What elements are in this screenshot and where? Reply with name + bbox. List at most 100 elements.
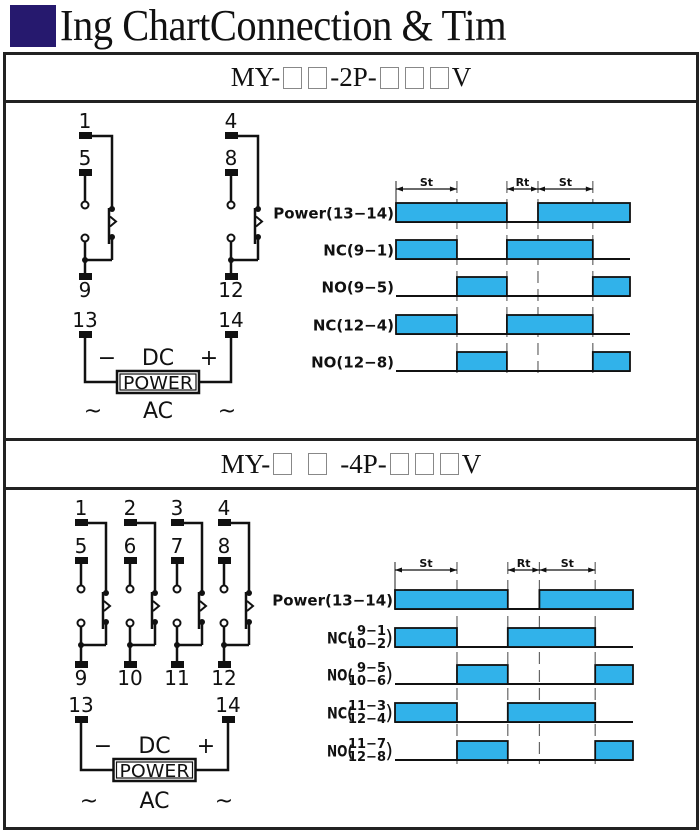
model-prefix: MY- [220,448,271,479]
junction-dot [221,642,227,648]
spring-symbol [255,215,264,228]
power-box [112,757,197,783]
terminal-label-14: 14 [215,693,240,717]
terminal-label: 9 [75,666,88,690]
signal-label: NO(9−510−6) [327,661,393,689]
terminal-label: 1 [75,496,88,520]
signal-label: NC(12−4) [313,317,394,335]
contact-point [219,618,229,628]
interval-label: St [420,176,433,189]
title-accent-square [10,5,56,47]
terminal-pad [79,273,92,280]
dc-label: DC [142,346,174,371]
terminal-pad [75,519,88,526]
signal-label-bottom: 12−4 [348,712,386,727]
interval-label: St [419,557,432,570]
terminal-pad [225,331,238,338]
power-wire-right [199,335,233,384]
contact-point [80,200,90,210]
power-box [115,369,201,395]
signal-high-pulse [456,664,509,685]
code-box [439,453,459,475]
terminal-label: 7 [171,534,184,558]
signal-label-bottom: 12−8 [348,750,386,765]
code-box [308,66,328,89]
terminal-pad [75,661,88,668]
arrowhead [396,186,403,192]
signal-label: NO(12−8) [311,354,394,372]
terminal-pad [75,557,88,564]
terminal-label: 4 [225,109,238,133]
code-box [414,453,434,475]
arrowhead [588,567,596,573]
contact-point [125,618,135,628]
contact-point [80,233,90,243]
junction-dot [174,642,180,648]
terminal-label: 12 [218,278,243,302]
divider [6,487,696,490]
power-label: POWER [120,761,190,782]
code-box [404,66,424,89]
wire [183,521,204,595]
wire [230,521,251,595]
page-title: Ing ChartConnection & Tim [60,1,507,50]
signal-label-paren: ) [385,626,393,650]
arrowhead [506,186,514,192]
interval-label: St [561,557,574,570]
model-header-4p: MY- -4P- V [6,441,696,487]
signal-label-prefix: NO( [327,742,353,761]
ac-symbol-left: ~ [84,399,102,424]
terminal-pad [171,661,184,668]
signal-high-pulse [506,314,594,335]
terminal-label-13: 13 [68,693,93,717]
terminal-label: 12 [211,666,236,690]
signal-label: NO(9−5) [322,279,394,297]
terminal-pad [222,716,235,723]
spring-symbol [199,600,208,612]
terminal-label: 4 [218,496,231,520]
terminal-pad [79,331,92,338]
contact-point [219,584,229,594]
junction-dot [127,642,133,648]
spring-symbol [152,600,161,612]
signal-high-pulse [591,276,631,297]
model-middle: -4P- [340,448,387,479]
spring-symbol [109,215,118,228]
wire [237,134,260,211]
signal-high-pulse [594,664,634,685]
ac-symbol-right: ~ [218,399,236,424]
signal-label-top: 9−5 [357,661,386,676]
signal-label: NC(9−1) [323,242,394,260]
terminal-label: 2 [124,496,137,520]
divider [6,438,696,441]
ac-label: AC [143,399,173,424]
terminal-pad [171,519,184,526]
power-box-inner [119,373,197,391]
model-header-2p: MY- -2P- V [6,55,696,100]
dc-label: DC [138,734,170,759]
power-wire-right [195,720,230,772]
terminal-label-14: 14 [218,308,243,332]
contact-dot [103,619,109,625]
model-prefix: MY- [230,62,281,92]
model-suffix: V [461,448,482,479]
contact-dot [152,590,158,596]
arrowhead [449,186,457,192]
signal-high-pulse [456,740,509,761]
junction-dot [82,257,88,263]
contact-point [172,618,182,628]
code-box [273,453,293,475]
contact-dot [109,206,115,212]
power-wire-left [83,335,117,384]
diagram-frame: MY- -2P- V MY- -4P- V [3,52,699,830]
arrowhead [530,186,538,192]
arrowhead [539,567,547,573]
signal-label-bottom: 10−2 [348,637,386,652]
signal-high-pulse [394,702,458,723]
contact-dot [199,590,205,596]
contact-point [76,584,86,594]
contact-dot [152,619,158,625]
